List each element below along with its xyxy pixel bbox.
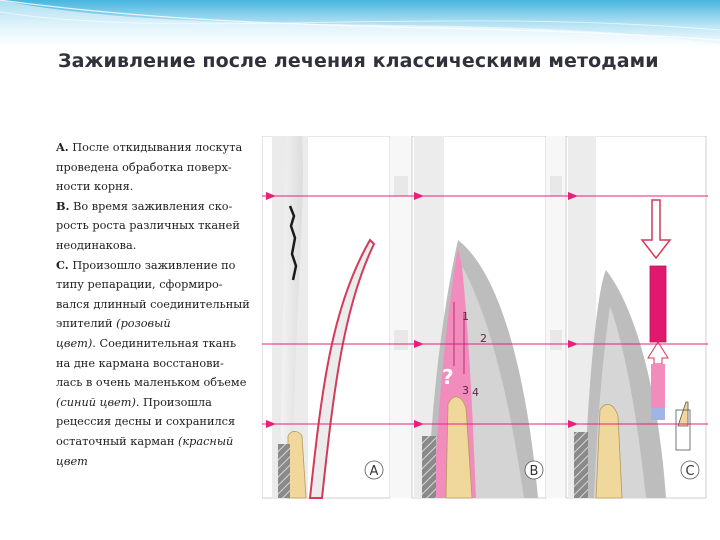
caption-line: остаточный карман (красный <box>56 432 266 452</box>
caption-text: Произошло заживление по <box>69 259 236 272</box>
bone-c <box>596 404 622 498</box>
caption-line: эпителий (розовый <box>56 314 266 334</box>
divider-bc <box>546 136 566 498</box>
caption-text: . Соединительная ткань <box>92 337 236 350</box>
caption-line: (синий цвет). Произошла <box>56 393 266 413</box>
caption-line: B. Во время заживления ско- <box>56 197 266 217</box>
figure-caption: A. После откидывания лоскута проведена об… <box>56 138 266 471</box>
caption-line: цвет). Соединительная ткань <box>56 334 266 354</box>
caption-text: рость роста различных тканей <box>56 219 240 232</box>
epithelium-bar <box>651 364 665 408</box>
caption-text: A. <box>56 140 69 154</box>
caption-text: неодинакова. <box>56 239 136 252</box>
caption-text: рецессия десны и сохранился <box>56 415 235 428</box>
pocket-bar <box>650 266 666 342</box>
caption-line: вался длинный соединительный <box>56 295 266 315</box>
panel-label-b: B <box>530 464 539 479</box>
caption-line: рость роста различных тканей <box>56 216 266 236</box>
caption-text: эпителий <box>56 317 116 330</box>
caption-text: остаточный карман <box>56 435 178 448</box>
caption-text: типу репарации, сформиро- <box>56 278 223 291</box>
label-2: 2 <box>480 332 487 345</box>
caption-text: B. <box>56 199 69 213</box>
bone-hatch-b <box>422 436 436 498</box>
caption-text: ности корня. <box>56 180 133 193</box>
bone-hatch-c <box>574 432 588 498</box>
caption-line: типу репарации, сформиро- <box>56 275 266 295</box>
panel-a: A <box>262 136 390 498</box>
label-1: 1 <box>462 310 469 323</box>
panel-label-a: A <box>370 464 379 479</box>
caption-text: вался длинный соединительный <box>56 298 250 311</box>
caption-text: . Произошла <box>136 396 212 409</box>
caption-line: цвет <box>56 452 266 472</box>
caption-text: (синий цвет) <box>56 396 136 409</box>
caption-line: ности корня. <box>56 177 266 197</box>
bone-hatch-a <box>278 444 290 498</box>
caption-line: C. Произошло заживление по <box>56 256 266 276</box>
caption-text: проведена обработка поверх- <box>56 161 232 174</box>
caption-line: неодинакова. <box>56 236 266 256</box>
caption-text: (красный <box>178 435 233 448</box>
caption-text: цвет <box>56 455 88 468</box>
caption-text: После откидывания лоскута <box>69 141 242 154</box>
header-banner <box>0 0 720 48</box>
slide-title: Заживление после лечения классическими м… <box>58 50 698 72</box>
caption-text: лась в очень маленьком объеме <box>56 376 246 389</box>
question-mark: ? <box>442 365 454 389</box>
panel-c: C <box>566 136 706 498</box>
caption-text: C. <box>56 258 69 272</box>
panel-b: 1 2 3 4 ? B <box>412 136 546 498</box>
caption-line: A. После откидывания лоскута <box>56 138 266 158</box>
caption-text: Во время заживления ско- <box>69 200 232 213</box>
panel-label-c: C <box>685 464 694 479</box>
connective-bar <box>651 408 665 420</box>
caption-line: лась в очень маленьком объеме <box>56 373 266 393</box>
caption-text: на дне кармана восстанови- <box>56 357 224 370</box>
caption-text: цвет) <box>56 337 92 350</box>
label-3: 3 <box>462 384 469 397</box>
caption-text: (розовый <box>116 317 170 330</box>
healing-illustration: A 1 2 3 4 ? B <box>262 136 710 500</box>
divider-ab <box>390 136 412 498</box>
label-4: 4 <box>472 386 479 399</box>
caption-line: проведена обработка поверх- <box>56 158 266 178</box>
caption-line: рецессия десны и сохранился <box>56 412 266 432</box>
caption-line: на дне кармана восстанови- <box>56 354 266 374</box>
